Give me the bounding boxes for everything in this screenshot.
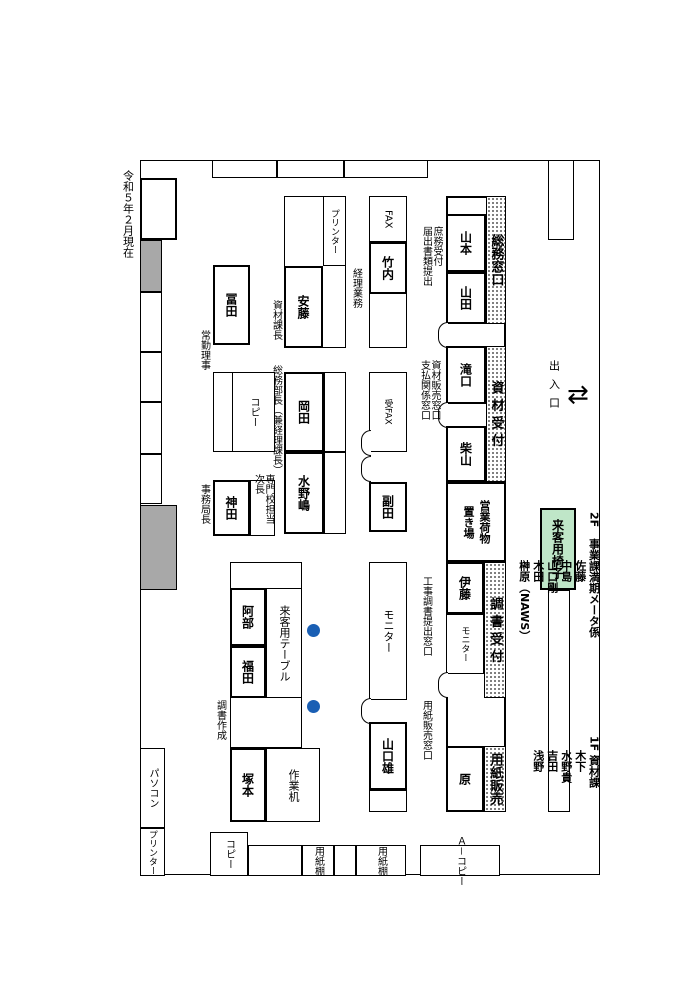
desk-shibayama: 柴山 bbox=[446, 426, 486, 482]
date-label: 令和５年２月現在 bbox=[121, 170, 135, 258]
label-chosho: 調書作成 bbox=[214, 700, 226, 740]
staff-1f-title: 1F 資材課 bbox=[587, 736, 601, 788]
fax-receive: 受FAX bbox=[369, 372, 407, 452]
wall-cabinet-2 bbox=[277, 160, 344, 178]
label-koji: 工事調書提出窓口 bbox=[420, 576, 432, 656]
staff-1f-name-3: 吉田 bbox=[545, 750, 559, 772]
guest-chair: 来客用椅子 bbox=[540, 508, 576, 590]
desk-okada: 岡田 bbox=[284, 372, 324, 452]
goods-storage: 営業荷物 置き場 bbox=[446, 482, 506, 562]
a-copy: Ａ－コピー bbox=[420, 836, 500, 886]
entrance-label: 出 入 口 bbox=[547, 360, 561, 410]
guest-chair-dot-1 bbox=[307, 624, 320, 637]
left-col-5 bbox=[140, 454, 162, 504]
counter-survey: 調 書 受 付 bbox=[484, 562, 506, 698]
desk-takiguchi: 滝口 bbox=[446, 346, 486, 404]
door-arch-6 bbox=[438, 672, 448, 698]
desk-abe: 阿部 bbox=[230, 588, 266, 646]
staff-2f-name-3: 山口剛 bbox=[545, 560, 559, 593]
staff-1f-name-2: 水野貴 bbox=[559, 750, 573, 783]
desk-mizunoya-side bbox=[324, 452, 346, 534]
desk-kanda: 神田 bbox=[213, 480, 250, 536]
guest-table: 来客用テーブル bbox=[266, 588, 302, 698]
bottom-blank bbox=[248, 845, 302, 876]
staff-1f-name-1: 木下 bbox=[573, 750, 587, 772]
printer-bottom: プリンター bbox=[140, 828, 165, 876]
entrance-arrow[interactable]: ⇅ bbox=[561, 384, 592, 406]
pc: パソコン bbox=[140, 748, 165, 828]
label-senmon: 専門校担当 次長 bbox=[252, 474, 275, 524]
door-arch-1 bbox=[438, 322, 448, 348]
staff-2f-name-1: 佐藤 bbox=[573, 560, 587, 582]
monitor-a: モニター bbox=[446, 614, 484, 674]
door-arch-3 bbox=[361, 430, 371, 456]
left-col-2 bbox=[140, 292, 162, 352]
work-desk: 作業机 bbox=[266, 748, 320, 822]
left-col-4 bbox=[140, 402, 162, 454]
label-soumu-bucho: 総務部長（兼経理課長） bbox=[270, 365, 282, 475]
wall-cabinet-3 bbox=[344, 160, 428, 178]
staff-2f-name-4: 木田 bbox=[531, 560, 545, 582]
desk-hara: 原 bbox=[446, 746, 484, 812]
staff-1f-name-4: 浅野 bbox=[531, 750, 545, 772]
counter-general: 総務窓口 bbox=[486, 196, 506, 324]
desk-yamaguchi: 山口雄 bbox=[369, 722, 407, 790]
desk-yamaguchi-under bbox=[369, 790, 407, 812]
door-arch-5 bbox=[361, 698, 371, 724]
desk-kanda-side bbox=[250, 480, 275, 536]
desk-ito: 伊藤 bbox=[446, 562, 484, 614]
desk-okada-side bbox=[324, 372, 346, 452]
staff-2f-name-5: 榊原（NAWS） bbox=[517, 560, 531, 642]
desk-yamada: 山田 bbox=[446, 272, 486, 324]
monitor-big: モニター bbox=[369, 562, 407, 700]
fax-machine: FAX bbox=[369, 196, 407, 242]
label-shizai-counter: 資材販売窓口 支払関係窓口 bbox=[418, 360, 441, 420]
staff-2f-title: 2F 事業課満期メータ係 bbox=[587, 512, 601, 638]
label-yoshi: 用紙販売窓口 bbox=[420, 700, 432, 760]
label-shizai-kacho: 資材課長 bbox=[270, 300, 282, 340]
desk-takeuchi: 竹内 bbox=[369, 242, 407, 294]
printer-top: プリンター bbox=[323, 196, 346, 266]
label-soumu-counter: 庶務受付 届出書類提出 bbox=[420, 226, 443, 286]
left-col-gray-2 bbox=[140, 505, 177, 590]
label-keiri: 経理業務 bbox=[350, 268, 362, 308]
paper-shelf-2: 用紙棚 bbox=[356, 845, 406, 876]
wall-cabinet-1 bbox=[212, 160, 277, 178]
right-wall-column bbox=[548, 160, 574, 240]
bottom-blank-2 bbox=[334, 845, 356, 876]
label-jimukyokucho: 事務局長 bbox=[198, 484, 210, 524]
desk-mizunoya: 水野嶋 bbox=[284, 452, 324, 534]
desk-yamamoto: 山本 bbox=[446, 214, 486, 272]
copy-machine-mid: コピー bbox=[232, 372, 275, 452]
desk-fukuda: 副田 bbox=[369, 482, 407, 532]
desk-ando: 安藤 bbox=[284, 266, 323, 348]
guest-chair-dot-2 bbox=[307, 700, 320, 713]
door-arch-4 bbox=[361, 456, 371, 482]
copy-bottom: コピー bbox=[210, 832, 248, 876]
desk-fukuda2: 福田 bbox=[230, 646, 266, 698]
desk-tomita: 冨田 bbox=[213, 265, 250, 345]
left-col-gray-1 bbox=[140, 240, 162, 292]
counter-paper: 用紙販売 bbox=[484, 746, 506, 812]
label-general-duty: 常勤理事 bbox=[198, 330, 210, 370]
counter-materials: 資 材 受 付 bbox=[486, 346, 506, 482]
guest-chair-bench bbox=[548, 590, 570, 812]
desk-tsukamoto: 塚本 bbox=[230, 748, 266, 822]
paper-shelf-1: 用紙棚 bbox=[302, 845, 334, 876]
staff-2f-name-2: 中島 bbox=[559, 560, 573, 582]
left-col-top bbox=[140, 178, 177, 240]
left-col-3 bbox=[140, 352, 162, 402]
